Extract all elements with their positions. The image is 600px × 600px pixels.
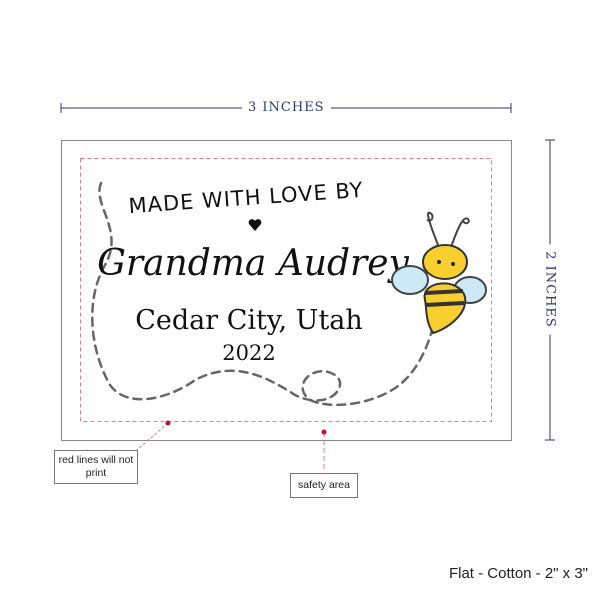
height-dimension-label: 2 INCHES bbox=[542, 244, 558, 335]
width-dimension-label: 3 INCHES bbox=[242, 100, 331, 115]
location-text: Cedar City, Utah bbox=[135, 305, 363, 336]
year-text: 2022 bbox=[222, 341, 276, 365]
recipient-name: Grandma Audrey bbox=[97, 243, 409, 284]
label-preview: MADE WITH LOVE BY Grandma Audrey Cedar C… bbox=[61, 140, 511, 440]
safety-area-note: safety area bbox=[290, 473, 358, 498]
bee-icon bbox=[391, 211, 487, 335]
red-lines-note: red lines will not print bbox=[54, 450, 138, 484]
product-description: Flat - Cotton - 2" x 3" bbox=[448, 565, 588, 582]
